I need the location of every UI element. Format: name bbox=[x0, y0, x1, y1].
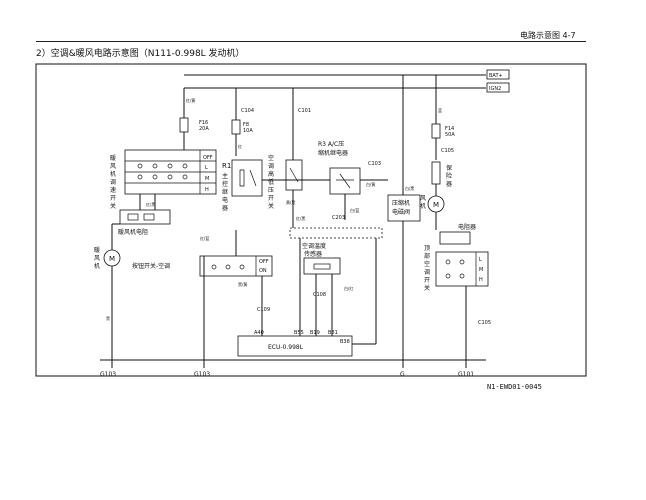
svg-text:OFF: OFF bbox=[203, 155, 213, 161]
ign-terminal bbox=[486, 82, 510, 93]
svg-text:蓝: 蓝 bbox=[438, 107, 442, 113]
blower-resistor: 暖风机电阻 bbox=[118, 209, 171, 236]
svg-text:M: M bbox=[479, 267, 483, 273]
svg-text:L: L bbox=[479, 257, 482, 263]
header-rule bbox=[36, 41, 586, 42]
svg-text:M: M bbox=[205, 176, 209, 182]
svg-text:G: G bbox=[400, 371, 405, 378]
connector-c104: C104 bbox=[241, 108, 254, 114]
label-blower-switch: 暖风机 调速开 关 bbox=[110, 154, 118, 210]
protector-right bbox=[431, 161, 441, 185]
svg-text:G101: G101 bbox=[458, 371, 474, 378]
svg-text:黑/黄: 黑/黄 bbox=[238, 281, 247, 287]
svg-text:M: M bbox=[109, 255, 115, 263]
ecu-box: ECU-0.998L bbox=[237, 335, 353, 357]
svg-text:B38: B38 bbox=[340, 339, 350, 345]
label-r1-name: 主控 继电器 bbox=[222, 172, 230, 212]
label-roof-switch: 顶部空 调开关 bbox=[424, 245, 432, 292]
svg-text:OFF: OFF bbox=[259, 259, 269, 265]
svg-text:10A: 10A bbox=[243, 128, 253, 134]
fuse-f16: F16 20A bbox=[179, 117, 209, 133]
fuse-f14: F14 50A bbox=[431, 123, 455, 139]
ground-g101: G101 bbox=[458, 360, 474, 378]
svg-text:20A: 20A bbox=[199, 126, 209, 132]
svg-text:红/黑: 红/黑 bbox=[296, 215, 305, 221]
connector-dashed bbox=[289, 227, 383, 239]
section-title: 电路示意图 4-7 bbox=[520, 31, 576, 40]
svg-text:B81: B81 bbox=[328, 330, 338, 336]
label-protector: 保险器 bbox=[446, 164, 452, 188]
svg-text:ECU-0.998L: ECU-0.998L bbox=[268, 344, 304, 351]
ac-temp-sensor bbox=[303, 257, 341, 275]
connector-c203: C203 bbox=[332, 215, 345, 221]
svg-text:白/黄: 白/黄 bbox=[366, 181, 375, 187]
label-blower-motor: 暖风机 bbox=[94, 246, 100, 270]
diagram-frame bbox=[35, 63, 587, 377]
svg-text:L: L bbox=[205, 165, 208, 171]
svg-text:G103: G103 bbox=[100, 371, 116, 378]
compressor-valve bbox=[387, 194, 421, 222]
svg-text:G103: G103 bbox=[194, 371, 210, 378]
svg-text:B19: B19 bbox=[310, 330, 320, 336]
svg-text:B55: B55 bbox=[294, 330, 304, 336]
label-resistor-right: 电阻器 bbox=[458, 223, 476, 231]
resistor-right bbox=[439, 231, 471, 245]
svg-text:红/黑: 红/黑 bbox=[146, 201, 155, 207]
label-r3-2: 缩机继电器 bbox=[318, 149, 348, 157]
ac-button-switch: OFF ON bbox=[199, 255, 273, 277]
roof-ac-switch: L M H bbox=[435, 251, 489, 287]
svg-text:白/红: 白/红 bbox=[344, 285, 353, 291]
connector-c103-top: C103 bbox=[368, 161, 381, 167]
svg-text:F8: F8 bbox=[243, 122, 249, 128]
diagram-title: 2）空调&暖风电路示意图（N111-0.998L 发动机） bbox=[36, 49, 245, 59]
label-r1: R1 bbox=[222, 162, 231, 170]
ground-g103-left: G103 bbox=[100, 360, 116, 378]
svg-text:F14: F14 bbox=[445, 126, 454, 132]
svg-text:H: H bbox=[479, 277, 483, 283]
main-relay-r1 bbox=[231, 159, 263, 197]
label-hp-switch: 空调高 低压开 关 bbox=[268, 154, 276, 210]
connector-c108: C108 bbox=[313, 292, 326, 298]
label-comp-2: 电磁阀 bbox=[392, 208, 410, 216]
svg-text:红/黄: 红/黄 bbox=[186, 97, 195, 103]
label-fan: 风机 bbox=[420, 195, 426, 210]
svg-text:M: M bbox=[433, 201, 439, 209]
bat-terminal bbox=[486, 69, 510, 80]
svg-text:A40: A40 bbox=[254, 330, 264, 336]
connector-c105: C105 bbox=[441, 148, 454, 154]
svg-text:白/蓝: 白/蓝 bbox=[350, 207, 359, 213]
svg-text:白/黑: 白/黑 bbox=[405, 185, 414, 191]
hp-lp-switch bbox=[285, 159, 303, 191]
svg-text:H: H bbox=[205, 187, 209, 193]
svg-text:F16: F16 bbox=[199, 120, 208, 126]
svg-text:黄/黑: 黄/黑 bbox=[286, 199, 295, 205]
connector-c101: C101 bbox=[298, 108, 311, 114]
svg-text:ON: ON bbox=[259, 268, 267, 274]
bat-label: BAT+ bbox=[489, 73, 503, 79]
svg-text:暖风机电阻: 暖风机电阻 bbox=[118, 228, 148, 236]
label-r3: R3 A/C压 bbox=[318, 141, 344, 148]
fuse-f8: F8 10A bbox=[231, 119, 253, 135]
connector-c109: C109 bbox=[257, 307, 270, 313]
svg-text:黑: 黑 bbox=[106, 316, 110, 321]
label-ac-button: 按钮开关-空调 bbox=[132, 262, 170, 270]
ac-compressor-relay-r3 bbox=[329, 167, 361, 195]
label-temp-1: 空调温度 bbox=[302, 242, 326, 250]
ign-label: IGN2 bbox=[489, 86, 501, 92]
connector-c105-lower: C105 bbox=[478, 320, 491, 326]
svg-text:红: 红 bbox=[238, 143, 242, 149]
blower-speed-switch: OFF L M H bbox=[124, 149, 217, 195]
ground-g103-mid: G103 bbox=[194, 360, 210, 378]
diagram-code: N1-EWD01-0045 bbox=[487, 383, 542, 391]
svg-text:50A: 50A bbox=[445, 132, 455, 138]
label-temp-2: 传感器 bbox=[304, 250, 322, 258]
label-comp-1: 压缩机 bbox=[392, 199, 410, 207]
svg-text:红/蓝: 红/蓝 bbox=[200, 235, 209, 241]
ground-g: G bbox=[400, 360, 405, 378]
